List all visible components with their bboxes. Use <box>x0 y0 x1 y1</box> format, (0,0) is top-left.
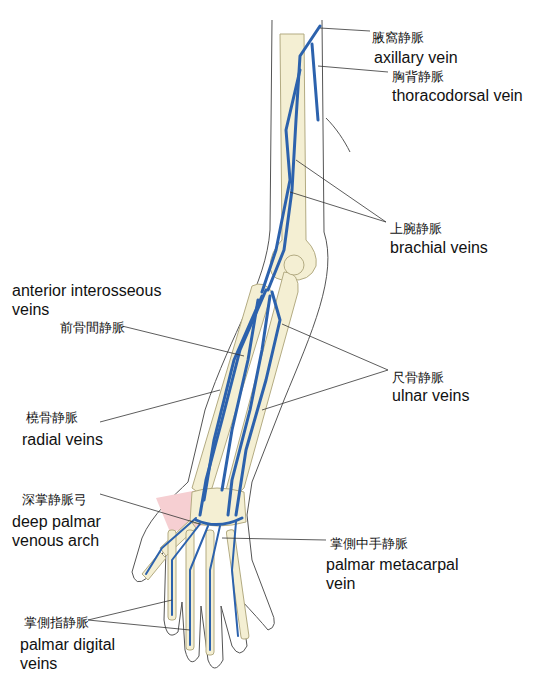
vein-label: anterior interosseous veins <box>12 281 197 319</box>
thumb-phalanx <box>142 552 166 580</box>
arm-outline <box>132 20 350 668</box>
vein-label: 腋窩静脈 <box>372 28 424 47</box>
leader-line <box>100 494 200 524</box>
vein-label: 胸背静脈 <box>392 67 444 86</box>
vein-label: deep palmar venous arch <box>12 512 137 550</box>
leader-line <box>262 324 388 410</box>
leader-line <box>222 538 326 540</box>
vein-label: 上腕静脈 <box>390 219 442 238</box>
elbow-condyle <box>284 255 304 275</box>
leader-line <box>320 28 370 31</box>
ulnar-vein <box>228 296 270 515</box>
vein-label: axillary vein <box>374 48 458 67</box>
brachial-vein <box>262 70 300 292</box>
bones <box>142 34 316 655</box>
vein-label: 掌側指静脈 <box>24 613 89 632</box>
torso-outline <box>326 118 350 152</box>
leader-line <box>290 160 386 222</box>
leader-line <box>318 66 388 72</box>
vein-label: 深掌静脈弓 <box>22 490 87 509</box>
vein-label: palmar metacarpal vein <box>326 555 476 593</box>
leader-line <box>88 600 190 630</box>
vein-label: 掌側中手静脈 <box>330 534 408 553</box>
vein-label: 前骨間静脈 <box>60 318 125 337</box>
thoracodorsal-vein <box>312 44 318 120</box>
vein-label: 橈骨静脈 <box>26 408 78 427</box>
palmar-metacarpal-vein <box>210 526 220 650</box>
vein-label: ulnar veins <box>392 386 469 405</box>
vein-label: radial veins <box>22 430 103 449</box>
leader-line <box>122 326 244 356</box>
leader-line <box>100 390 220 422</box>
palmar-metacarpal-vein <box>232 522 238 636</box>
palmar-metacarpal-vein <box>190 526 208 645</box>
palmar-metacarpal-vein <box>172 524 200 615</box>
vein-label: brachial veins <box>390 238 488 257</box>
vein-label: thoracodorsal vein <box>392 86 523 105</box>
vein-label: palmar digital veins <box>20 635 145 673</box>
ulnar-vein <box>236 292 280 515</box>
anterior-interosseous-vein <box>222 300 258 490</box>
vein-label: 尺骨静脈 <box>392 368 444 387</box>
